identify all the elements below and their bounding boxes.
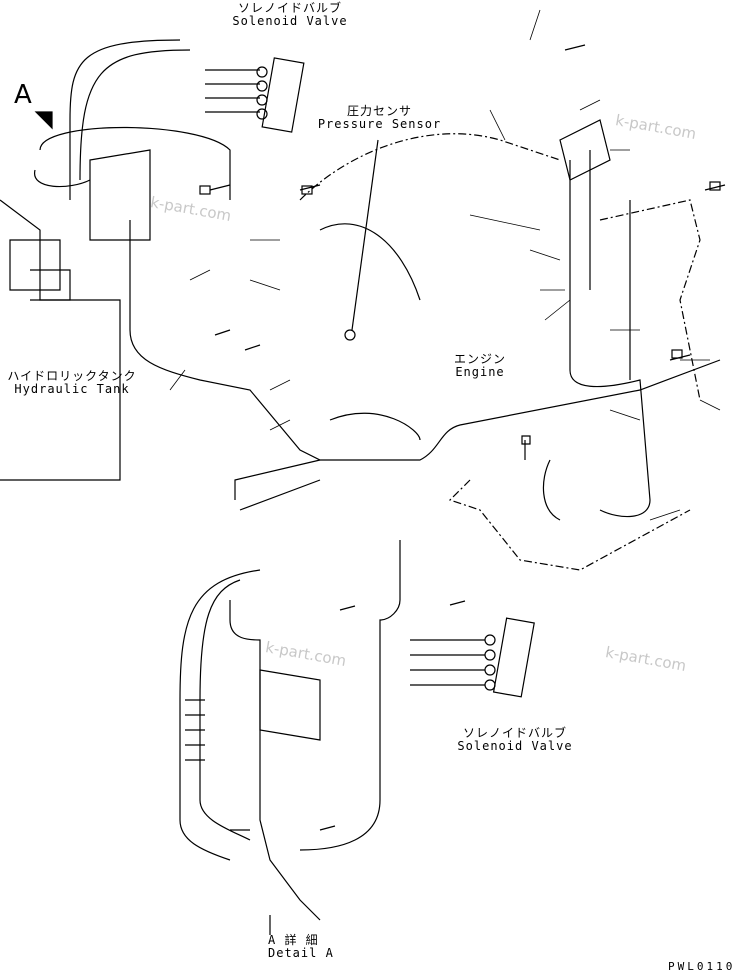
view-marker-a: A bbox=[14, 80, 32, 110]
bolts bbox=[199, 44, 726, 460]
leader-lines bbox=[169, 9, 721, 521]
label-jp: エンジン bbox=[453, 352, 506, 366]
harness-top bbox=[69, 39, 191, 200]
engine-outline bbox=[299, 133, 701, 571]
label-en: Pressure Sensor bbox=[317, 117, 442, 131]
engine-label: エンジン Engine bbox=[440, 353, 520, 379]
solenoid-valve-bottom-label: ソレノイドバルブ Solenoid Valve bbox=[445, 727, 585, 753]
label-jp: ソレノイドバルブ bbox=[237, 1, 342, 15]
label-jp: A 詳 細 bbox=[268, 933, 319, 947]
label-jp: 圧力センサ bbox=[346, 104, 412, 118]
label-jp: ソレノイドバルブ bbox=[462, 726, 567, 740]
view-arrow bbox=[34, 111, 53, 130]
drawing-code: PWL0110 bbox=[668, 960, 736, 973]
solenoid-valve-top bbox=[205, 57, 305, 133]
pressure-sensor-label: 圧力センサ Pressure Sensor bbox=[312, 105, 447, 131]
hydraulic-tank-label: ハイドロリックタンク Hydraulic Tank bbox=[2, 370, 142, 396]
bracket bbox=[89, 149, 151, 241]
label-en: Solenoid Valve bbox=[457, 739, 573, 753]
detail-a-label: A 詳 細 Detail A bbox=[268, 934, 338, 960]
label-en: Detail A bbox=[268, 946, 334, 960]
harness-down bbox=[129, 220, 721, 461]
label-en: Engine bbox=[455, 365, 505, 379]
label-jp: ハイドロリックタンク bbox=[7, 369, 137, 383]
label-en: Solenoid Valve bbox=[232, 14, 348, 28]
harness-loop bbox=[34, 126, 231, 200]
label-en: Hydraulic Tank bbox=[14, 382, 130, 396]
pressure-sensor-leader bbox=[351, 139, 379, 331]
solenoid-valve-top-label: ソレノイドバルブ Solenoid Valve bbox=[220, 2, 360, 28]
right-harness bbox=[542, 119, 651, 521]
hydraulic-tank bbox=[0, 199, 121, 481]
detail-a-drawing bbox=[179, 540, 535, 935]
